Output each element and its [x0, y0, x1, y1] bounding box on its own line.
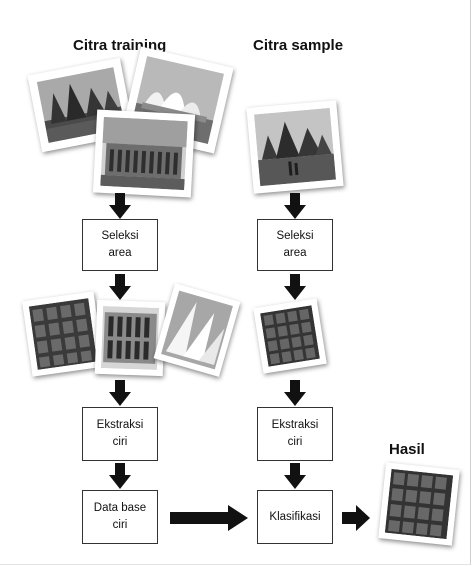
down-arrow-icon [109, 380, 131, 406]
heading-citra-sample: Citra sample [253, 37, 344, 54]
roof-shells-photo [153, 283, 241, 377]
heading-hasil: Hasil [389, 441, 425, 458]
relief-texture-photo [22, 291, 104, 377]
down-arrow-icon [109, 193, 131, 219]
relief-result-photo [378, 462, 460, 546]
klasifikasi-box: Klasifikasi [257, 490, 333, 544]
ekstraksi-ciri-training-box: Ekstraksi ciri [82, 407, 158, 461]
temple-sample-photo [246, 100, 344, 194]
building-facade-photo [94, 299, 166, 377]
down-arrow-icon [284, 463, 306, 489]
down-arrow-icon [284, 274, 306, 300]
colonial-building-photo [92, 109, 196, 198]
down-arrow-icon [109, 463, 131, 489]
ekstraksi-ciri-sample-box: Ekstraksi ciri [257, 407, 333, 461]
down-arrow-icon [109, 274, 131, 300]
relief-sample-photo [253, 298, 327, 374]
seleksi-area-sample-box: Seleksi area [257, 219, 333, 271]
down-arrow-icon [284, 193, 306, 219]
database-ciri-box: Data base ciri [82, 490, 158, 544]
down-arrow-icon [284, 380, 306, 406]
right-arrow-icon [170, 505, 248, 531]
right-arrow-icon [342, 505, 370, 531]
seleksi-area-training-box: Seleksi area [82, 219, 158, 271]
